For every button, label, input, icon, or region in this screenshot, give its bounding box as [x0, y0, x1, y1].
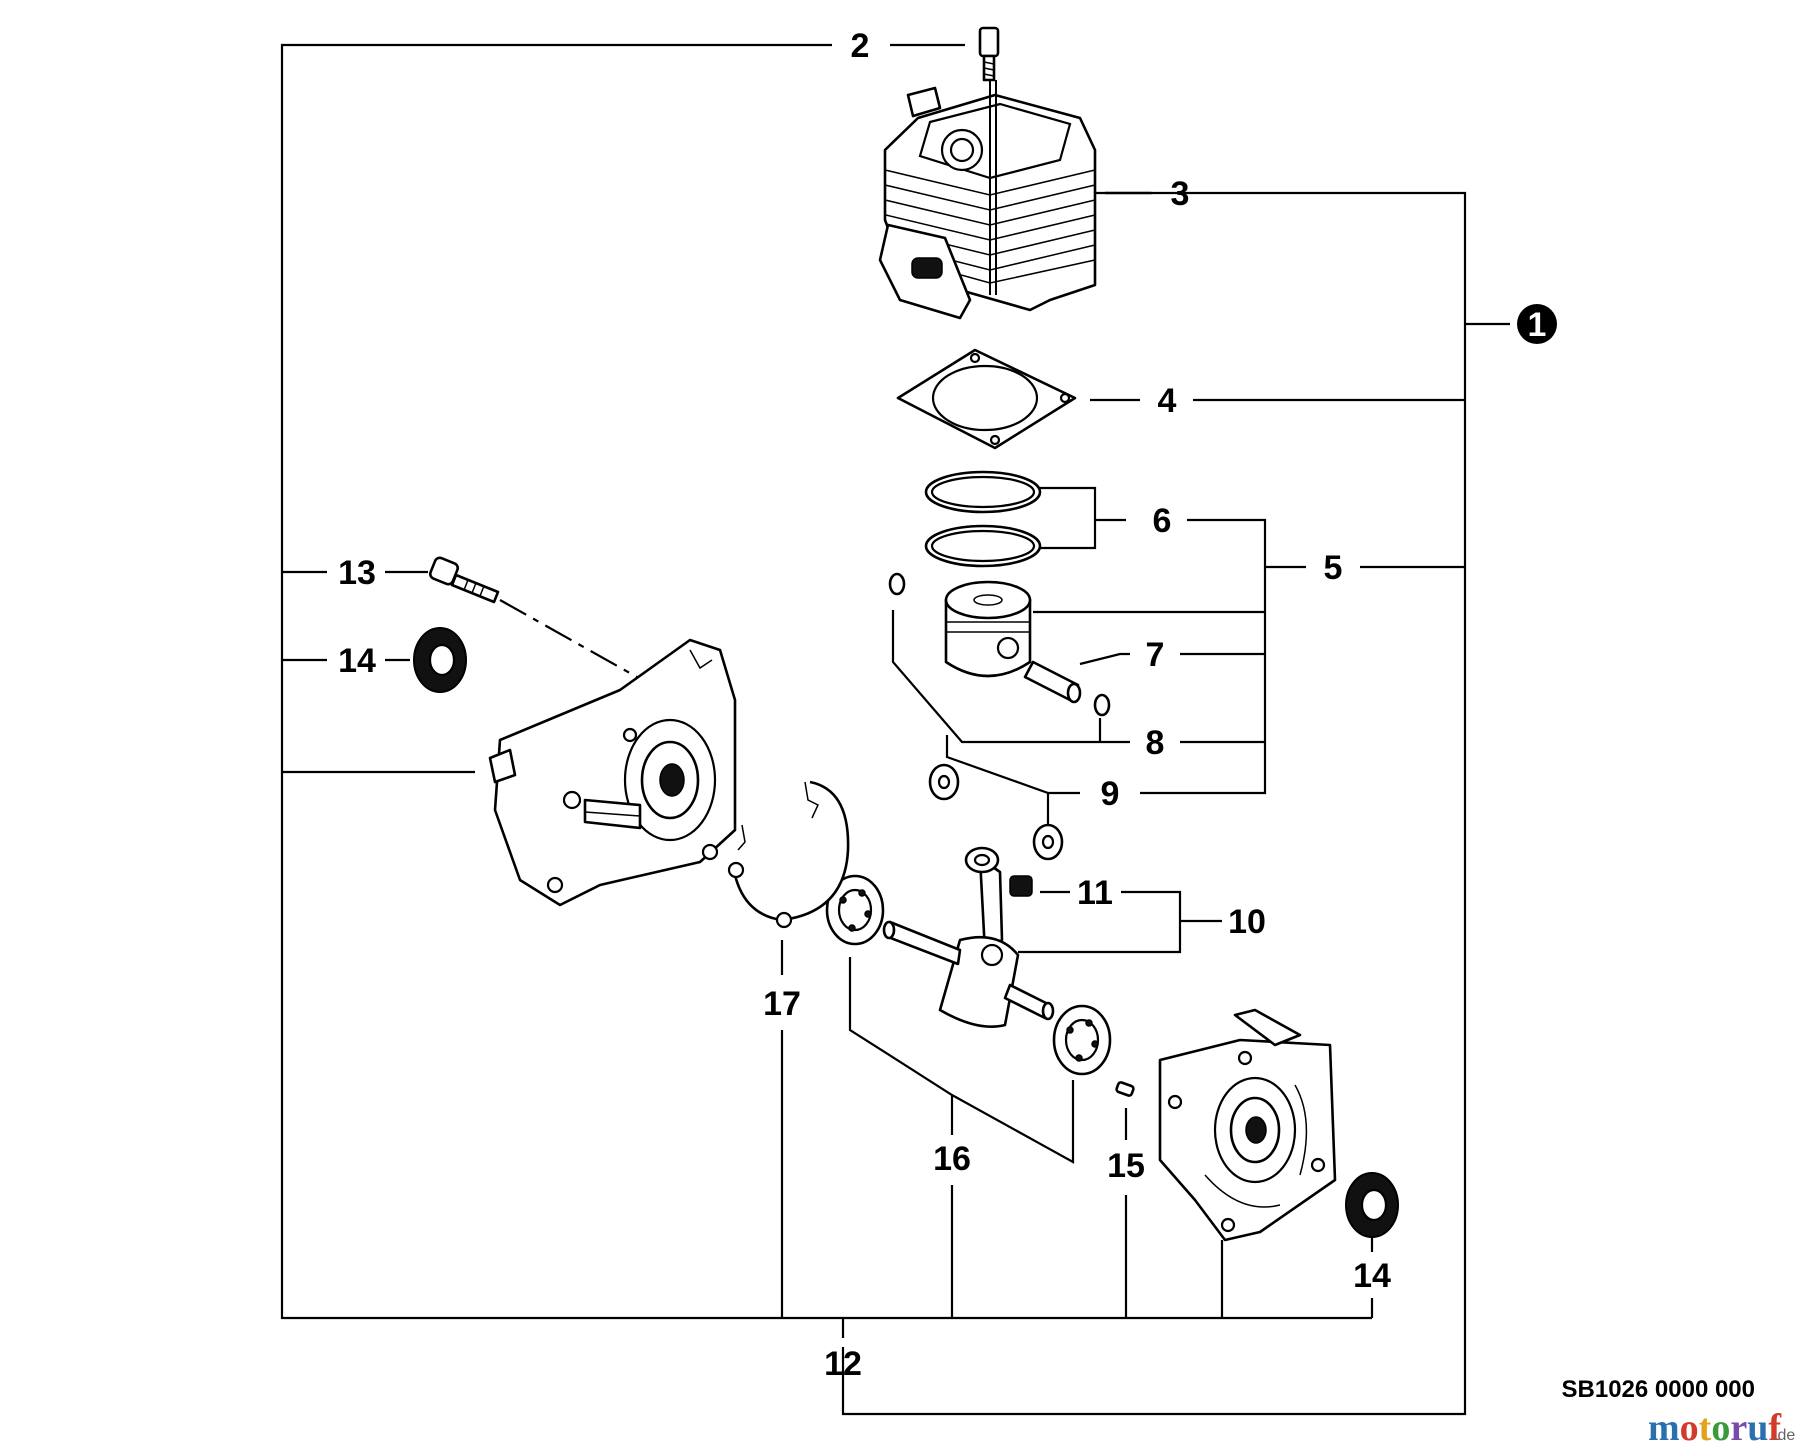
- piston-rings: [924, 470, 1042, 568]
- piston: [944, 580, 1032, 678]
- crankcase-right: [1158, 1008, 1337, 1242]
- svg-text:motoruf: motoruf: [1648, 1407, 1782, 1444]
- piston-pin: [1023, 660, 1082, 704]
- callout-7: 7: [1146, 636, 1165, 674]
- callout-11: 11: [1077, 874, 1113, 912]
- cylinder-bolt: [978, 26, 1000, 82]
- callout-9: 9: [1101, 775, 1120, 813]
- crankcase-gasket: [727, 780, 850, 929]
- diagram-code: SB1026 0000 000: [1562, 1376, 1756, 1403]
- dowel-pin: [1115, 1081, 1135, 1097]
- crankcase-left: [488, 638, 737, 907]
- callout-8: 8: [1146, 724, 1165, 762]
- callout-3: 3: [1171, 175, 1190, 213]
- callout-17: 17: [763, 985, 801, 1023]
- callout-2: 2: [851, 27, 870, 65]
- callout-14-left: 14: [338, 642, 376, 680]
- callout-4: 4: [1158, 382, 1177, 420]
- watermark-suffix: .de: [1773, 1427, 1795, 1444]
- callout-12: 12: [824, 1345, 862, 1383]
- cylinder: [878, 80, 1097, 320]
- callout-5: 5: [1324, 549, 1343, 587]
- watermark-logo: motoruf .de: [1648, 1407, 1795, 1444]
- callout-1-badge: [1517, 304, 1557, 344]
- callout-6: 6: [1153, 502, 1172, 540]
- callout-1: 1: [1528, 306, 1547, 344]
- needle-bearing-washers: [928, 763, 1064, 861]
- callout-15: 15: [1107, 1147, 1145, 1185]
- callout-10: 10: [1228, 903, 1266, 941]
- crankcase-screw: [428, 556, 500, 604]
- callout-13: 13: [338, 554, 376, 592]
- piston-circlips: [888, 572, 1111, 717]
- crankshaft: [882, 846, 1055, 1028]
- oil-seal-right: [1345, 1172, 1399, 1238]
- callout-numbers: 2 3 1 4 6 5 7 8 9 11 10 13 14 17 16 15 1…: [338, 27, 1557, 1383]
- crankshaft-bearings: [825, 874, 1112, 1076]
- oil-seal-left: [413, 627, 467, 693]
- needle-bearing: [1009, 875, 1033, 897]
- callout-14-right: 14: [1353, 1257, 1391, 1295]
- callout-16: 16: [933, 1140, 971, 1178]
- cylinder-gasket: [896, 348, 1077, 450]
